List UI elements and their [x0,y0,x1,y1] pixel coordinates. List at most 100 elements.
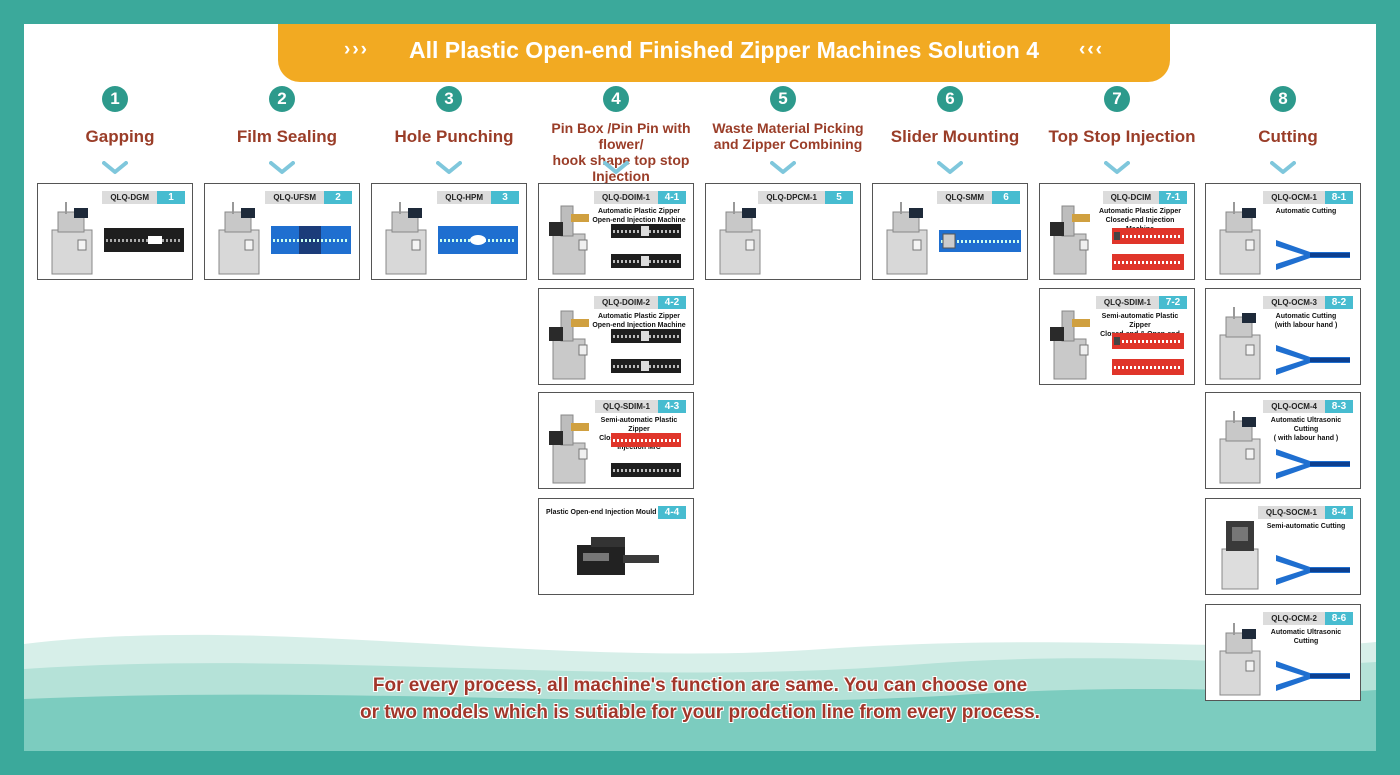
zipper-illustration [1112,228,1184,270]
model-number: 4-2 [658,296,686,309]
zipper-illustration [1112,333,1184,375]
model-code: QLQ-OCM-4 [1263,400,1325,413]
step-label-8: Cutting [1258,127,1318,146]
zipper-illustration [577,537,659,575]
model-number: 8-1 [1325,191,1353,204]
chevron-down-icon [102,161,128,174]
zipper-illustration [104,228,184,252]
banner-right-arrows: ‹‹‹ [1079,39,1104,60]
wave-decoration [24,634,1376,751]
zipper-illustration [1276,240,1350,270]
machine-illustration [1050,310,1090,380]
zipper-illustration [1276,555,1350,585]
model-number: 4-1 [658,191,686,204]
zipper-illustration [1276,661,1350,691]
model-number: 5 [825,191,853,204]
step-label-1: Gapping [85,127,155,146]
card-title: Automatic Ultrasonic Cutting( with labou… [1270,417,1342,442]
model-number: 7-1 [1159,191,1187,204]
model-code: QLQ-DGM [102,191,157,204]
machine-illustration [1219,202,1261,275]
zipper-illustration [939,230,1021,252]
model-code: QLQ-OCM-2 [1263,612,1325,625]
machine-illustration [218,202,260,275]
chevron-down-icon [770,161,796,174]
card-title: Automatic Ultrasonic Cutting [1270,629,1342,645]
card-title: Semi-automatic Cutting [1266,523,1346,530]
model-code: QLQ-DOIM-1 [594,191,658,204]
machine-illustration [1221,521,1259,590]
machine-illustration [385,202,427,275]
step-number-1: 1 [102,86,128,112]
machine-illustration [51,202,93,275]
zipper-illustration [611,224,681,268]
zipper-illustration [438,226,518,254]
model-number: 8-3 [1325,400,1353,413]
step-label-6: Slider Mounting [890,127,1020,146]
chevron-down-icon [603,161,629,174]
model-number: 4-4 [658,506,686,519]
zipper-illustration [611,329,681,373]
step-label-7: Top Stop Injection [1048,127,1196,146]
card-title: Plastic Open-end Injection Mould [546,509,657,516]
banner-title: All Plastic Open-end Finished Zipper Mac… [408,37,1040,63]
zipper-illustration [1276,449,1350,479]
model-code: QLQ-SMM [937,191,992,204]
model-number: 8-4 [1325,506,1353,519]
title-banner: ››› All Plastic Open-end Finished Zipper… [278,24,1170,82]
banner-left-arrows: ››› [344,39,369,60]
card-title: Automatic Cutting [1275,208,1337,215]
zipper-illustration [1276,345,1350,375]
step-label-3: Hole Punching [394,127,514,146]
machine-illustration [1219,307,1261,380]
machine-illustration [1050,205,1090,275]
model-number: 4-3 [658,400,686,413]
model-number: 3 [491,191,519,204]
machine-illustration [719,202,761,275]
zipper-illustration [271,226,351,254]
chevron-down-icon [937,161,963,174]
step-label-2: Film Sealing [236,127,338,146]
machine-illustration [549,414,589,484]
chevron-down-icon [1270,161,1296,174]
model-code: QLQ-UFSM [265,191,324,204]
footer-line-2: or two models which is sutiable for your… [360,702,1040,723]
model-code: QLQ-DOIM-2 [594,296,658,309]
step-number-6: 6 [937,86,963,112]
step-number-8: 8 [1270,86,1296,112]
card-title: Automatic Cutting(with labour hand ) [1274,313,1338,329]
model-code: QLQ-SDIM-1 [1095,296,1159,309]
model-code: QLQ-OCM-3 [1263,296,1325,309]
model-code: QLQ-DPCM-1 [758,191,825,204]
model-number: 6 [992,191,1020,204]
zipper-illustration [611,433,681,477]
model-code: QLQ-SDIM-1 [594,400,658,413]
